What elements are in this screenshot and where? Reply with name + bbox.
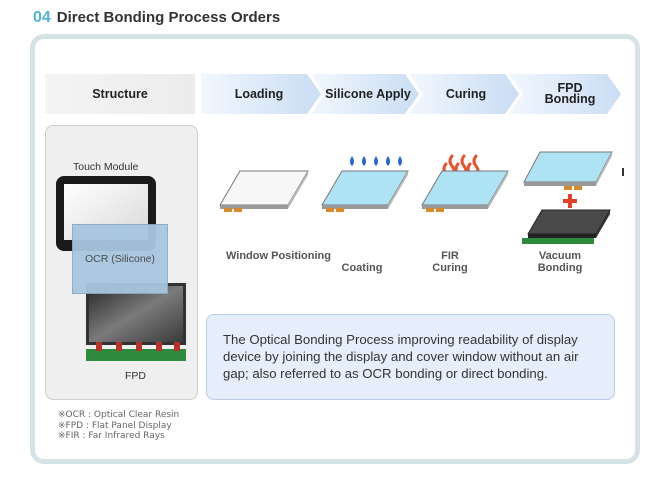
vacuum-bonding-illustration bbox=[522, 151, 624, 244]
fpd-label: FPD bbox=[125, 370, 146, 382]
legend-fpd: ※FPD : Flat Panel Display bbox=[58, 420, 172, 431]
caption-coating: Coating bbox=[341, 262, 383, 274]
fir-curing-illustration bbox=[421, 154, 509, 212]
legend-fir: ※FIR : Far Infrared Rays bbox=[58, 431, 165, 441]
step-fpd-shape bbox=[509, 74, 621, 114]
caption-window-positioning: Window Positioning bbox=[226, 250, 331, 262]
step-fpd-bonding: FPD Bonding bbox=[544, 81, 596, 106]
caption-vacuum-bonding: Vacuum Bonding bbox=[537, 250, 583, 274]
step-loading-shape bbox=[201, 74, 321, 114]
step-structure-shape bbox=[45, 74, 195, 114]
step-loading: Loading bbox=[234, 86, 284, 101]
window-positioning-illustration bbox=[219, 170, 309, 212]
step-structure: Structure bbox=[92, 86, 148, 101]
legend: ※OCR : Optical Clear Resin ※FPD : Flat P… bbox=[58, 410, 179, 442]
section-heading: 04 Direct Bonding Process Orders bbox=[33, 9, 280, 27]
plus-icon bbox=[563, 194, 577, 208]
caption-fir-curing: FIR Curing bbox=[432, 250, 468, 274]
step-curing: Curing bbox=[445, 86, 487, 101]
touch-module-label: Touch Module bbox=[73, 161, 139, 173]
step-curing-shape bbox=[409, 74, 519, 114]
process-steps-bar: Structure Loading Silicone Apply Curing … bbox=[45, 74, 625, 114]
section-number: 04 bbox=[33, 9, 51, 26]
fpd-panel-icon bbox=[86, 283, 186, 361]
description-text: The Optical Bonding Process improving re… bbox=[223, 332, 579, 381]
step-silicone-shape bbox=[311, 74, 419, 114]
description-box: The Optical Bonding Process improving re… bbox=[206, 314, 615, 400]
coating-illustration bbox=[321, 156, 409, 212]
ocr-layer: OCR (Silicone) bbox=[72, 224, 168, 294]
legend-ocr: ※OCR : Optical Clear Resin bbox=[58, 410, 180, 420]
steps-arrows bbox=[45, 74, 621, 114]
step-silicone-apply: Silicone Apply bbox=[325, 86, 411, 101]
ocr-label: OCR (Silicone) bbox=[84, 253, 155, 265]
section-title: Direct Bonding Process Orders bbox=[56, 9, 281, 26]
